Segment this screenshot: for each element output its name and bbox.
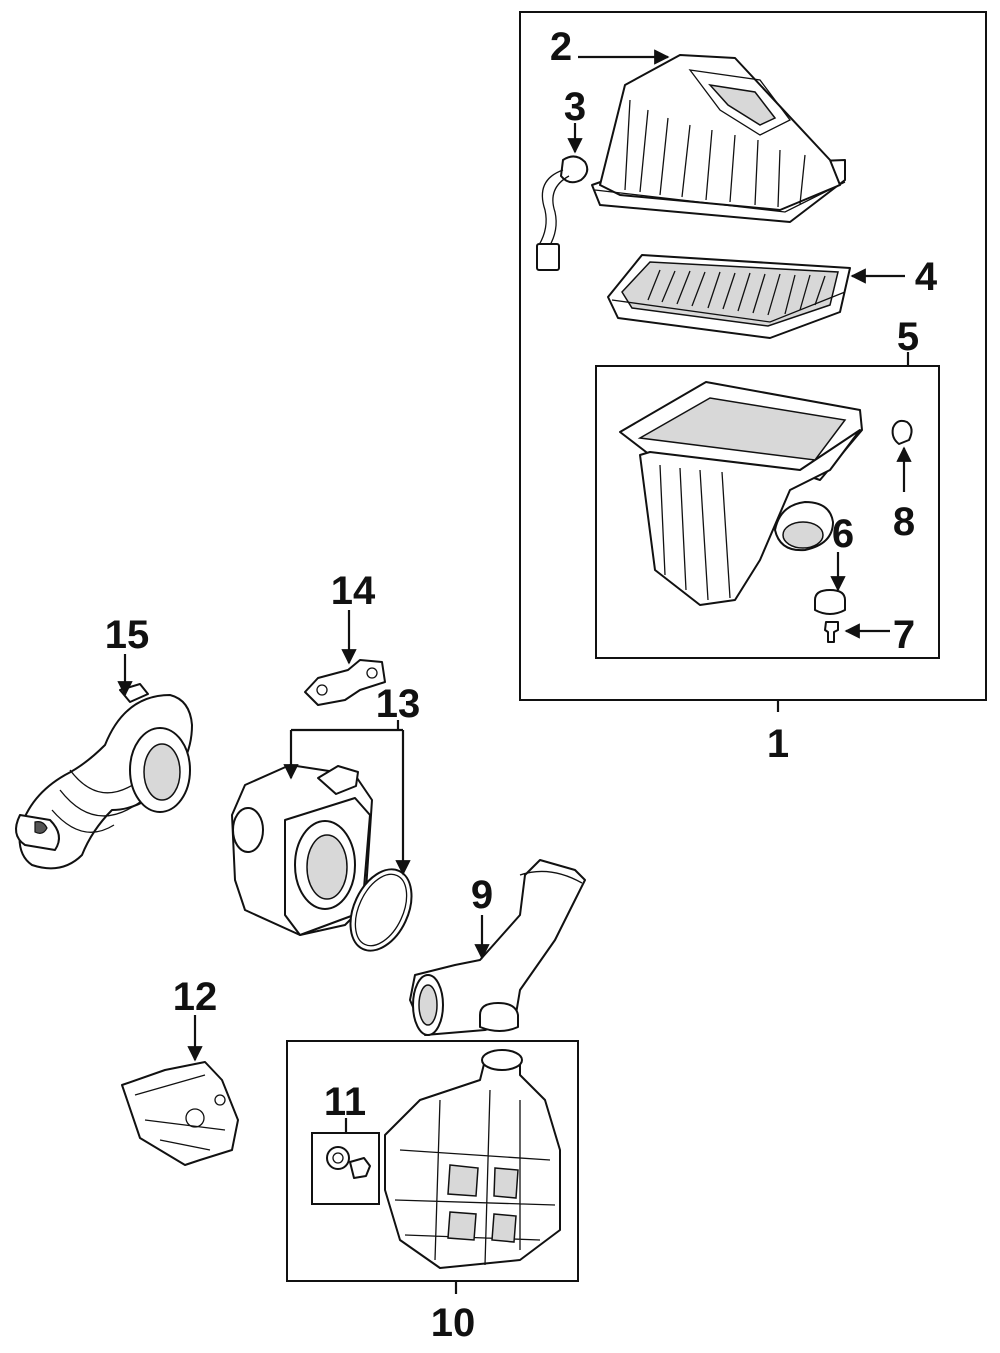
callout-4: 4	[915, 255, 938, 299]
air-cleaner-housing	[619, 381, 863, 606]
grommet-and-pin	[326, 1146, 371, 1179]
callout-6: 6	[832, 512, 854, 556]
callout-7: 7	[893, 613, 915, 657]
callout-12: 12	[173, 975, 218, 1019]
air-cleaner-cover	[591, 54, 846, 223]
throttle-body	[231, 764, 373, 936]
resonator	[384, 1049, 561, 1269]
callout-14: 14	[331, 569, 376, 613]
intake-tube	[15, 683, 193, 870]
callout-11: 11	[324, 1080, 366, 1124]
intake-air-temp-sensor	[536, 155, 589, 271]
callout-5: 5	[897, 315, 919, 359]
callout-15: 15	[105, 613, 150, 657]
intake-duct	[409, 859, 586, 1036]
callout-9: 9	[471, 873, 493, 917]
assembly-box-1	[519, 11, 987, 701]
callout-13: 13	[376, 682, 421, 726]
callout-2: 2	[550, 25, 572, 69]
mount-bracket	[121, 1061, 239, 1166]
bracket	[304, 659, 386, 706]
callout-10: 10	[431, 1301, 476, 1345]
callout-8: 8	[893, 500, 915, 544]
air-filter-element	[607, 254, 851, 339]
assembly-box-10	[286, 1040, 579, 1282]
clip	[891, 419, 913, 445]
assembly-box-5	[595, 365, 940, 659]
callout-1: 1	[767, 722, 789, 766]
bolt	[824, 621, 839, 643]
grommet	[814, 589, 846, 615]
callout-3: 3	[564, 85, 586, 129]
